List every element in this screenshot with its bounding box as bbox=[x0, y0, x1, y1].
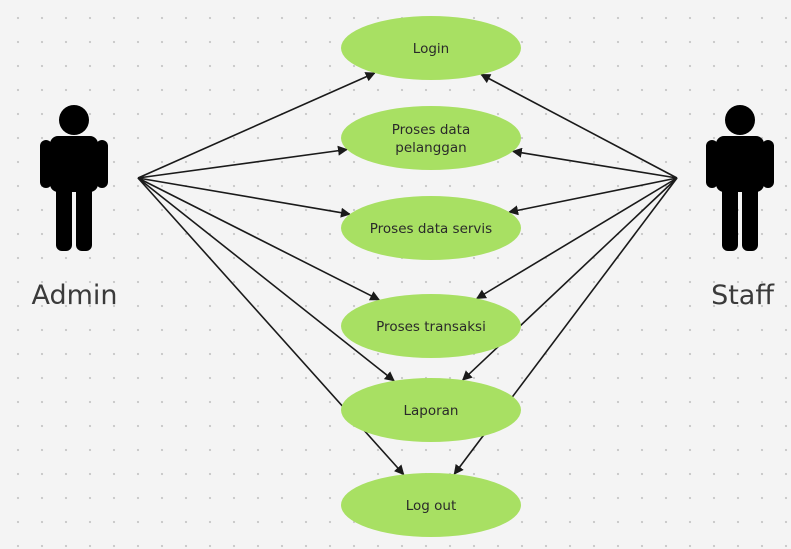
use-case-label: Laporan bbox=[403, 403, 458, 419]
use-case-ellipse bbox=[341, 378, 521, 442]
association-staff-to-proses-transaksi bbox=[475, 177, 678, 300]
association-admin-to-laporan bbox=[137, 177, 395, 382]
use-case-ellipse bbox=[341, 294, 521, 358]
use-case-ellipse bbox=[341, 106, 521, 170]
use-case-login: Login bbox=[341, 16, 521, 80]
admin-actor-figure bbox=[40, 105, 108, 251]
association-admin-to-proses-data-servis bbox=[137, 177, 351, 218]
use-case-proses-data-pelanggan: Proses data pelanggan bbox=[341, 106, 521, 170]
use-case-log-out: Log out bbox=[341, 473, 521, 537]
staff-label: Staff bbox=[711, 280, 774, 311]
use-case-proses-transaksi: Proses transaksi bbox=[341, 294, 521, 358]
use-case-proses-data-servis: Proses data servis bbox=[341, 196, 521, 260]
use-case-label: Log out bbox=[406, 498, 457, 514]
association-staff-to-proses-data-pelanggan bbox=[511, 147, 678, 179]
use-case-label: Proses data bbox=[392, 122, 471, 138]
staff-actor-figure bbox=[706, 105, 774, 251]
use-case-laporan: Laporan bbox=[341, 378, 521, 442]
association-admin-to-proses-transaksi bbox=[137, 177, 381, 301]
use-case-label: pelanggan bbox=[395, 140, 466, 156]
use-case-ellipse bbox=[341, 196, 521, 260]
use-case-ellipse bbox=[341, 16, 521, 80]
use-case-label: Proses data servis bbox=[370, 221, 492, 237]
admin-label: Admin bbox=[31, 280, 118, 311]
use-case-ellipse bbox=[341, 473, 521, 537]
use-case-label: Proses transaksi bbox=[376, 319, 486, 335]
use-case-label: Login bbox=[413, 41, 449, 57]
association-admin-to-proses-data-pelanggan bbox=[137, 145, 348, 179]
association-staff-to-login bbox=[480, 73, 678, 179]
association-admin-to-login bbox=[137, 72, 376, 179]
association-staff-to-proses-data-servis bbox=[508, 177, 678, 216]
